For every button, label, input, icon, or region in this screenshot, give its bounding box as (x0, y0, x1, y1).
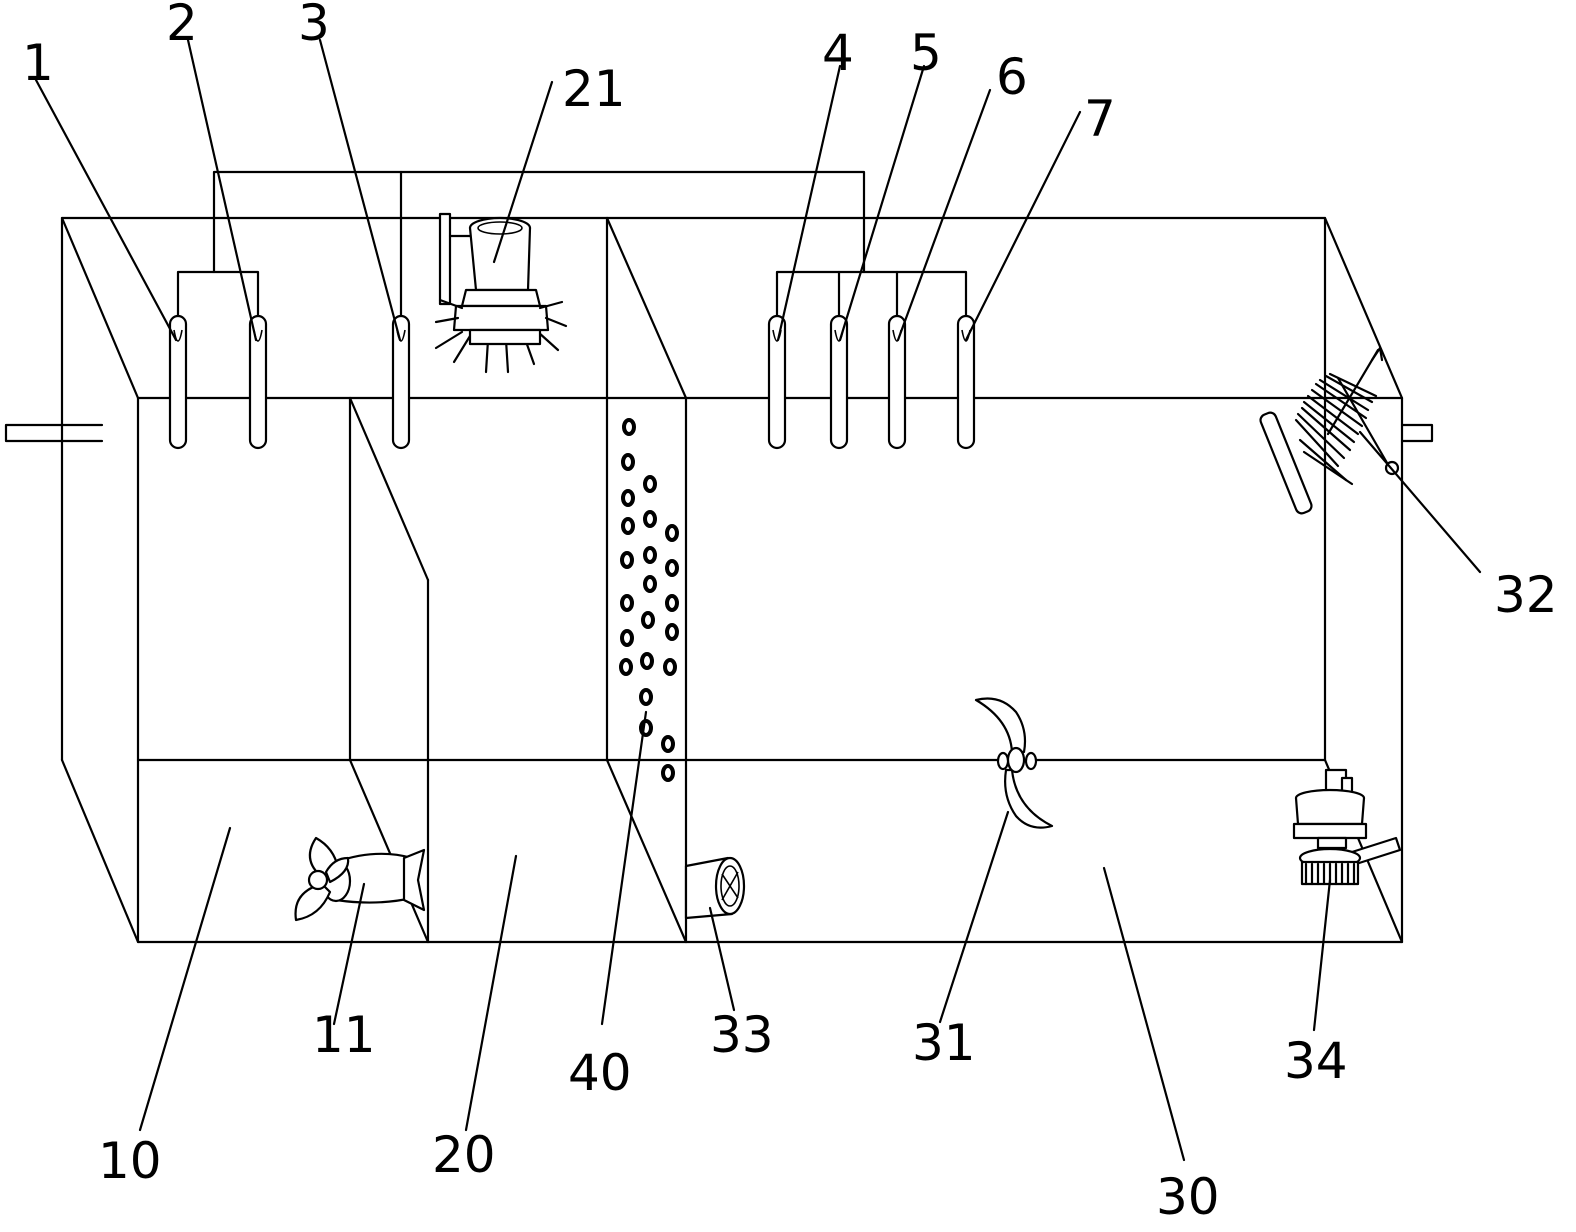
return-pump-outlet (684, 856, 746, 920)
perforated-holes (619, 418, 679, 782)
label-32: 32 (1494, 566, 1558, 624)
label-30: 30 (1156, 1168, 1220, 1226)
pump (1292, 768, 1402, 886)
label-5: 5 (910, 24, 942, 82)
probe-4 (767, 314, 787, 450)
inlet-pipe (4, 423, 104, 443)
submersible-mixer (294, 836, 426, 922)
label-2: 2 (166, 0, 198, 52)
label-40: 40 (568, 1044, 632, 1102)
part-labels: 1 2 3 21 4 5 6 7 32 11 40 33 31 34 10 20… (22, 0, 1558, 1226)
surface-aerator (434, 212, 568, 374)
decanter (1259, 346, 1400, 515)
probe-7 (956, 314, 976, 450)
probe-6 (887, 314, 907, 450)
label-34: 34 (1284, 1032, 1348, 1090)
label-6: 6 (996, 48, 1028, 106)
leader-lines (34, 38, 1482, 1162)
agitator (974, 697, 1054, 829)
outlet-pipe (1400, 423, 1434, 443)
label-33: 33 (710, 1006, 774, 1064)
label-7: 7 (1084, 90, 1116, 148)
label-10: 10 (98, 1132, 162, 1190)
overhead-piping (176, 170, 968, 318)
label-31: 31 (912, 1014, 976, 1072)
label-11: 11 (312, 1006, 376, 1064)
partition-walls (348, 216, 688, 944)
probe-1 (168, 314, 188, 450)
label-1: 1 (22, 34, 54, 92)
probe-5 (829, 314, 849, 450)
label-4: 4 (822, 24, 854, 82)
label-3: 3 (298, 0, 330, 52)
label-21: 21 (562, 60, 626, 118)
probe-3 (391, 314, 411, 450)
probe-2 (248, 314, 268, 450)
label-20: 20 (432, 1126, 496, 1184)
